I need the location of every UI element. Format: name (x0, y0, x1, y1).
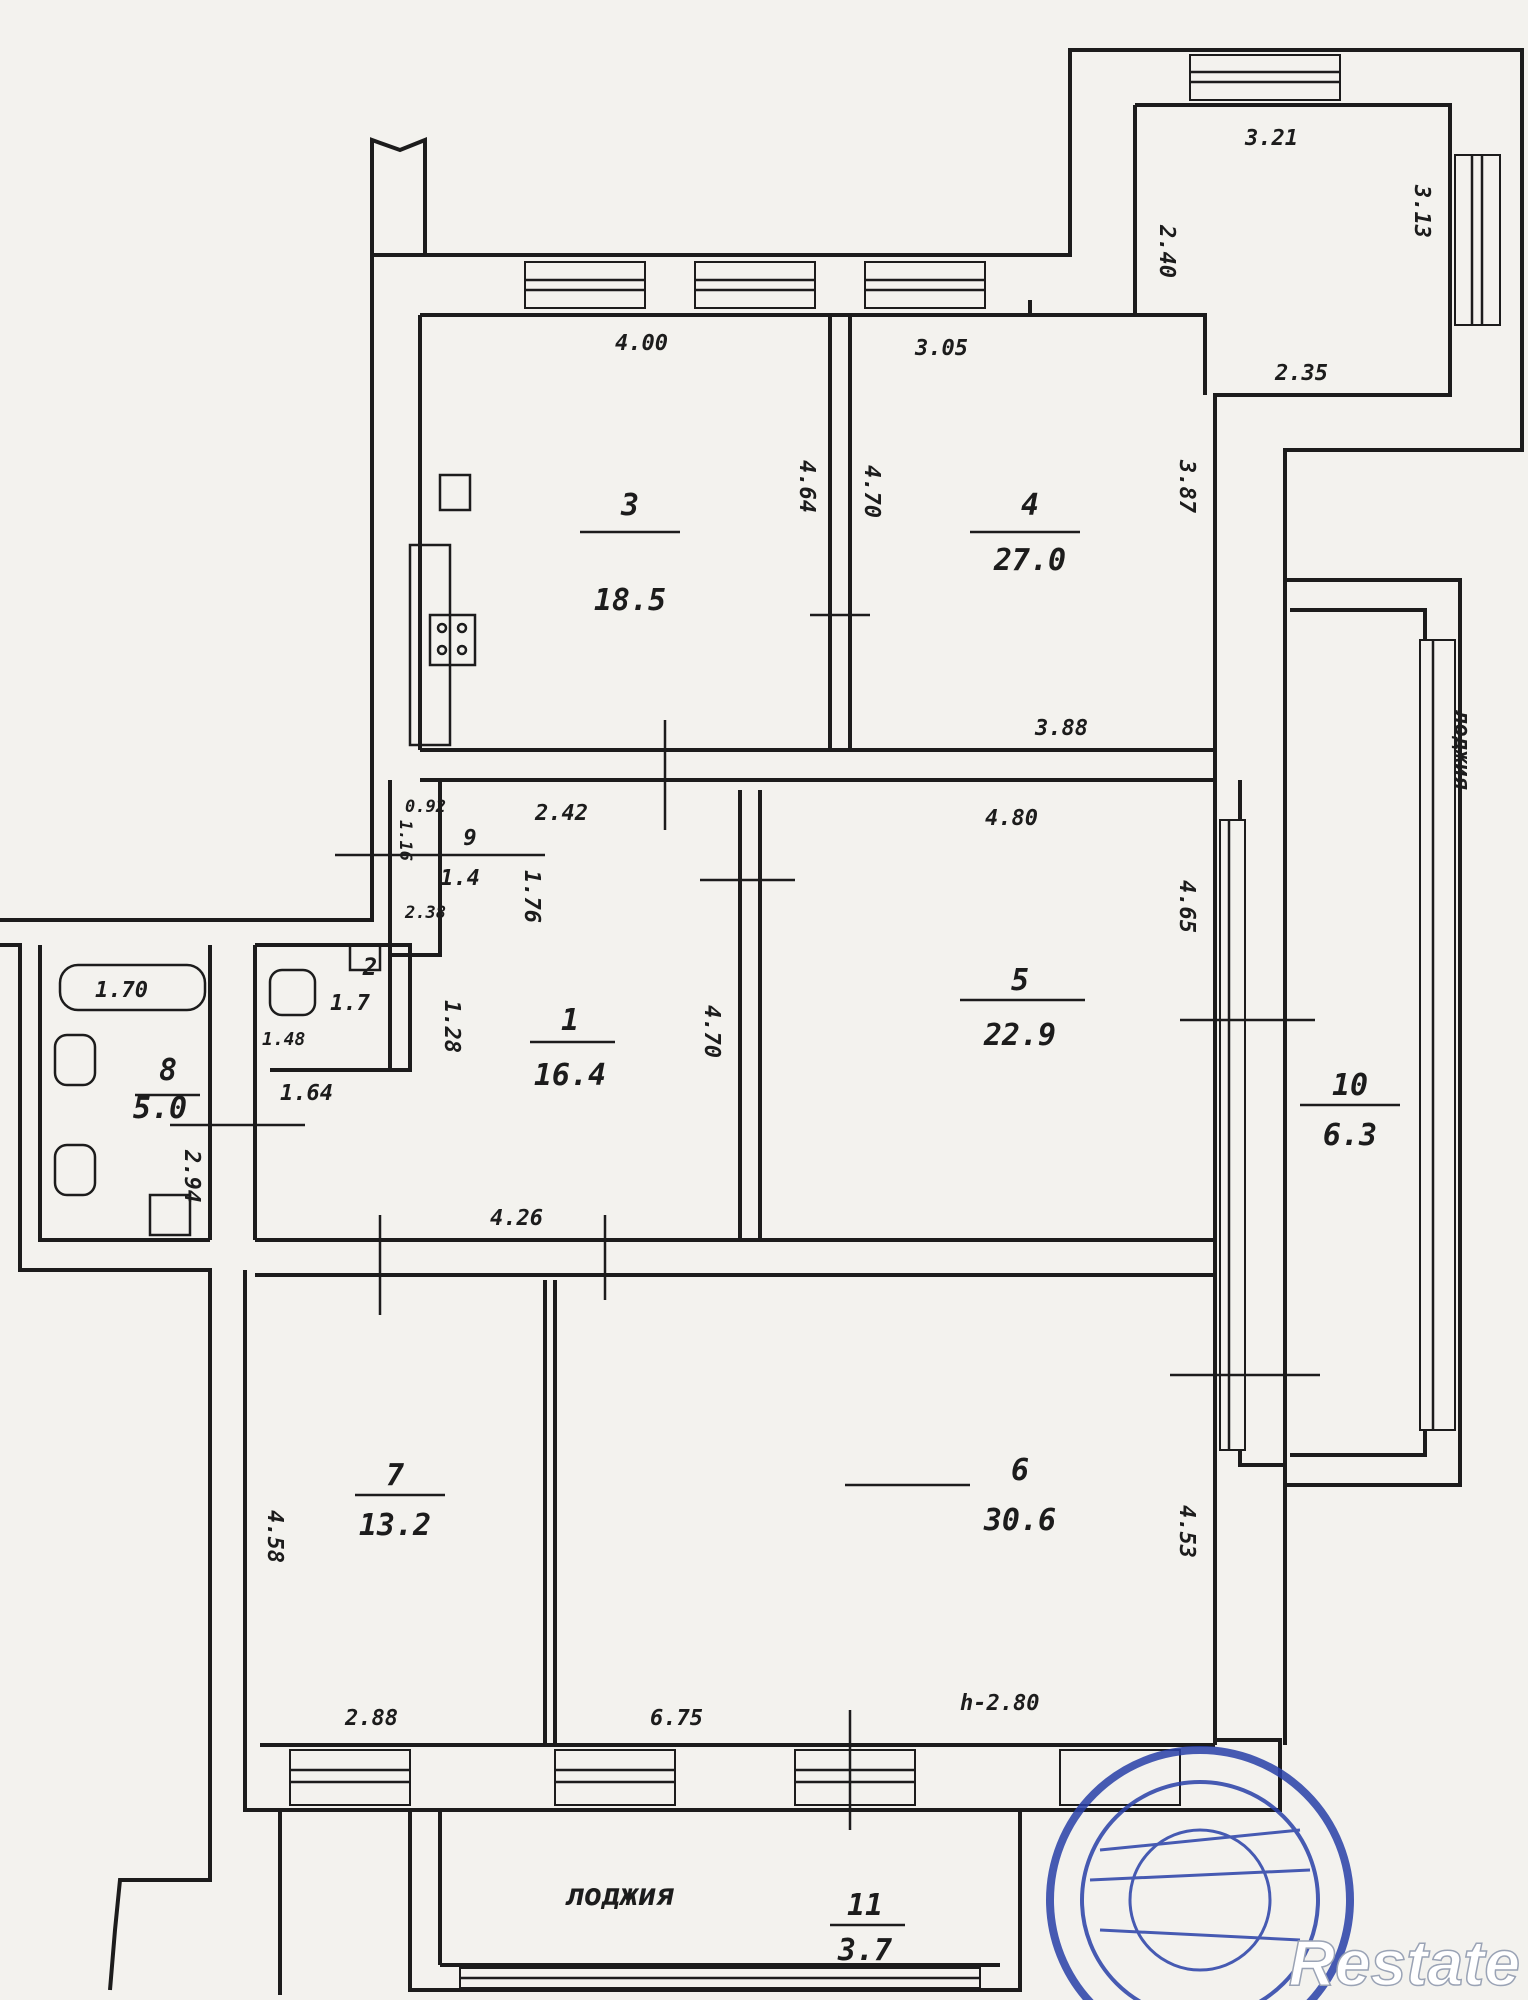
loggia-vertical-label: лоджия (1449, 709, 1474, 790)
dim-4-70-b: 4.70 (699, 1005, 724, 1058)
dim-2-88: 2.88 (344, 1706, 398, 1731)
dim-2-35: 2.35 (1274, 361, 1328, 386)
outer-walls (0, 48, 1524, 1995)
dim-1-64: 1.64 (280, 1081, 333, 1106)
dim-6-75: 6.75 (650, 1706, 703, 1731)
room-area-11: 3.7 (837, 1933, 892, 1968)
dim-3-87: 3.87 (1174, 459, 1199, 514)
loggia-label: лоджия (565, 1878, 674, 1913)
dim-4-64: 4.64 (794, 460, 819, 513)
room-number-5: 5 (1011, 963, 1029, 998)
room-area-10: 6.3 (1323, 1118, 1377, 1153)
room-number-2: 2 (362, 953, 377, 981)
room-number-8: 8 (159, 1053, 177, 1088)
room-number-7: 7 (386, 1458, 404, 1493)
dim-1-48: 1.48 (262, 1029, 305, 1050)
room-area-1: 16.4 (534, 1058, 606, 1093)
room-area-5: 22.9 (983, 1018, 1056, 1053)
dim-h-2-80: h-2.80 (960, 1691, 1039, 1716)
room-number-9: 9 (463, 826, 476, 851)
dim-4-58: 4.58 (262, 1510, 287, 1563)
room-number-4: 4 (1021, 488, 1039, 523)
dim-4-53: 4.53 (1174, 1505, 1199, 1558)
room-number-11: 11 (847, 1888, 883, 1923)
watermark-text: Restate (1289, 1927, 1520, 1999)
dim-1-16: 1.16 (395, 820, 415, 861)
room-area-9: 1.4 (440, 866, 480, 891)
dim-4-26: 4.26 (490, 1206, 543, 1231)
room-area-2: 1.7 (330, 991, 370, 1016)
dim-1-28: 1.28 (439, 1000, 464, 1053)
stamp-seal (1046, 1746, 1354, 2000)
dim-4-80: 4.80 (985, 806, 1038, 831)
dim-4-00: 4.00 (615, 331, 668, 356)
dim-1-70: 1.70 (95, 978, 148, 1003)
room-area-4: 27.0 (993, 543, 1066, 578)
dim-2-38: 2.38 (404, 903, 446, 923)
watermark: Restate (1288, 1926, 1521, 2000)
dim-4-70-a: 4.70 (859, 465, 884, 518)
room-area-6: 30.6 (983, 1503, 1056, 1538)
room-number-10: 10 (1332, 1068, 1368, 1103)
dim-4-65: 4.65 (1174, 880, 1199, 933)
windows (289, 54, 1501, 1989)
dimension-labels: 4.00 3.05 3.21 2.40 3.13 2.35 4.64 4.70 … (95, 126, 1434, 1731)
dim-2-40: 2.40 (1154, 224, 1179, 278)
room-number-3: 3 (620, 488, 639, 523)
dim-3-88: 3.88 (1034, 716, 1088, 741)
room-area-3: 18.5 (594, 583, 666, 618)
dim-2-42: 2.42 (534, 801, 588, 826)
dim-1-76: 1.76 (519, 870, 544, 923)
dim-3-21: 3.21 (1244, 126, 1298, 151)
interior-walls (208, 315, 1215, 1745)
room-area-7: 13.2 (359, 1508, 431, 1543)
room-number-6: 6 (1011, 1453, 1029, 1488)
dim-3-13: 3.13 (1409, 184, 1434, 238)
fixtures (53, 473, 1400, 1927)
dim-2-94: 2.94 (179, 1149, 204, 1203)
room-number-1: 1 (561, 1003, 579, 1038)
dim-3-05: 3.05 (914, 336, 968, 361)
room-labels: 3 18.5 4 27.0 5 22.9 1 16.4 2 1.7 8 5.0 … (133, 488, 1474, 1968)
door-marks (170, 613, 1320, 1830)
dim-0-92: 0.92 (405, 797, 446, 817)
room-area-8: 5.0 (133, 1091, 187, 1126)
